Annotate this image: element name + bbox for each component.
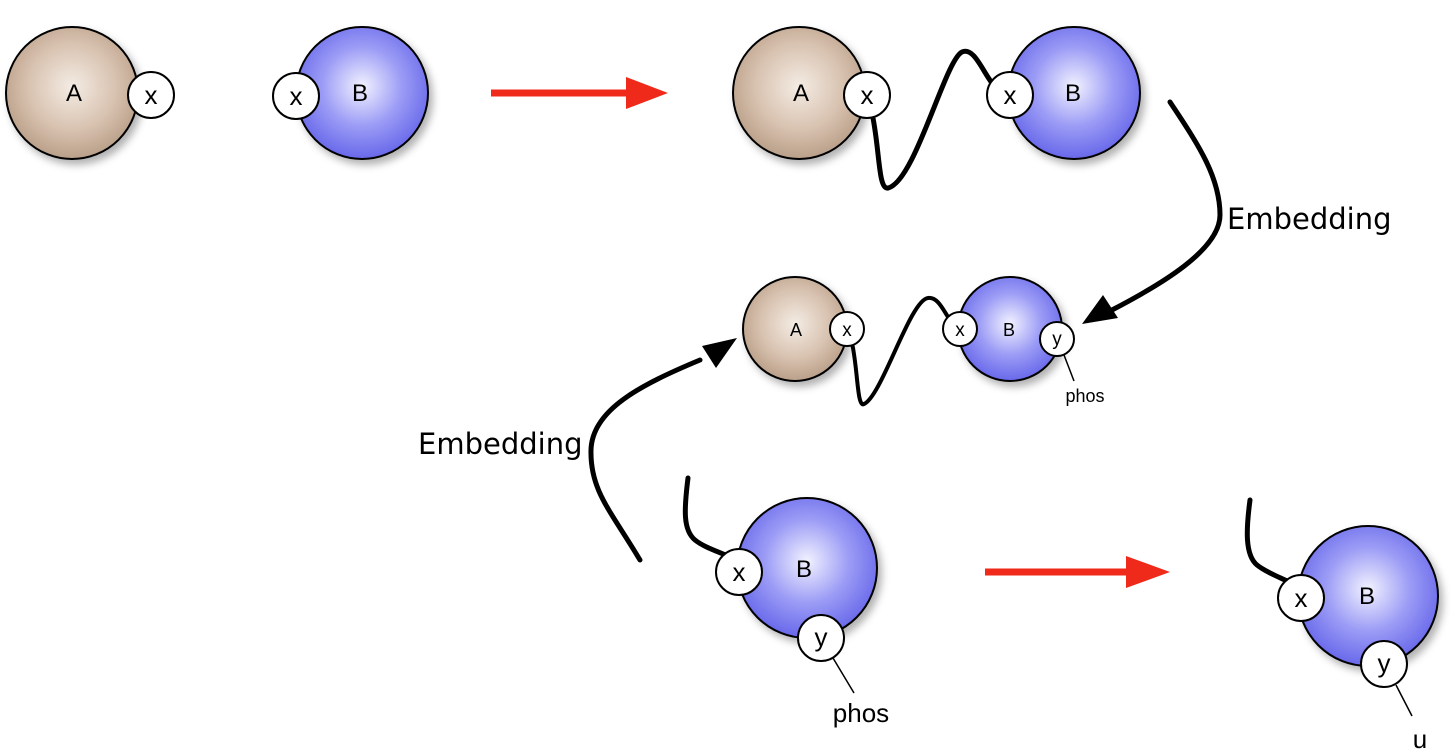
embedding-arrow-left (588, 338, 737, 563)
mixture-state-line (1063, 354, 1075, 382)
rhs-agent-b-site-x-label: x (1004, 80, 1017, 110)
mixture-agent-a-site-x-label: x (842, 320, 852, 341)
lhs-agent-a-site-x (127, 71, 175, 119)
embedding-label-left: Embedding (418, 427, 582, 461)
lhs-agent-a-label: A (66, 80, 82, 107)
mixture-agent-b-site-y (1039, 321, 1075, 357)
mixture-agent-a-site-x (829, 311, 865, 347)
lower-lhs-agent-b-site-y-label: y (815, 622, 828, 652)
rhs-agent-b-site-x (986, 71, 1034, 119)
rhs-agent-a-site-x (843, 71, 891, 119)
mixture-bond-a-b (850, 295, 958, 407)
lhs-agent-a-site-x-label: x (145, 80, 158, 110)
mixture-state-phos-label: phos (1065, 386, 1104, 406)
lower-lhs-agent-b-site-y (797, 614, 845, 662)
lhs-agent-b-site-x (272, 72, 320, 120)
lower-lhs-state-line (832, 657, 855, 694)
rhs-agent-a-site-x-label: x (861, 80, 874, 110)
embedding-label-top: Embedding (1227, 202, 1391, 236)
rhs-bond-a-b (869, 48, 999, 191)
rhs-agent-a-label: A (793, 80, 809, 107)
lower-rhs-agent-b-label: B (1359, 583, 1375, 610)
lower-lhs-agent-b-site-x (715, 548, 763, 596)
mixture-agent-b-site-x-label: x (955, 320, 965, 341)
lower-rhs-agent-b-site-x (1277, 574, 1325, 622)
mixture-agent-b-site-y-label: y (1052, 329, 1062, 350)
lower-rhs-agent-b-site-y-label: y (1378, 648, 1391, 678)
lower-lhs-state-phos-label: phos (833, 698, 889, 728)
lower-lhs-agent-b-label: B (796, 556, 812, 583)
mixture-agent-b-site-x (942, 311, 978, 347)
lhs-agent-b-label: B (352, 80, 368, 107)
rule-arrow-dephosphorylation (985, 556, 1170, 588)
lower-rhs-agent-b-site-y (1360, 640, 1408, 688)
lower-lhs-bond-stub (682, 475, 735, 561)
lower-lhs-agent-b-site-x-label: x (733, 557, 746, 587)
rule-arrow-binding (491, 77, 668, 109)
embedding-arrow-top (1082, 99, 1223, 324)
lower-rhs-bond-stub (1244, 497, 1298, 588)
lower-rhs-agent-b-site-x-label: x (1295, 583, 1308, 613)
lhs-agent-b-site-x-label: x (290, 81, 303, 111)
mixture-agent-b-label: B (1003, 320, 1015, 340)
lower-rhs-state-line (1395, 684, 1413, 717)
mixture-agent-a-label: A (790, 320, 802, 340)
rhs-agent-b-label: B (1065, 80, 1081, 107)
lower-rhs-state-u-label: u (1413, 724, 1427, 754)
